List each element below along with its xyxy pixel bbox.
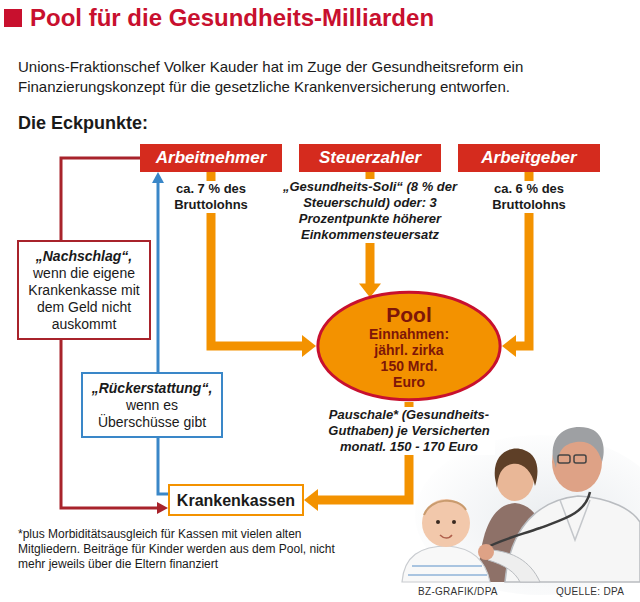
flow-label: ca. 7 % des Bruttolohns [165,181,257,213]
intro-text: Unions-Fraktionschef Volker Kauder hat i… [18,57,630,97]
baby-stripes [408,566,487,575]
node-text: Einnahmen: jährl. zirka 150 Mrd. Euro [363,326,455,390]
node-text: wenn es Überschüsse gibt [89,397,215,431]
doctor-glasses [558,455,570,463]
pool-shape [318,292,500,400]
source-box: Arbeitnehmer [140,144,282,172]
flow-connector [61,158,140,240]
pool-text: PoolEinnahmen: jährl. zirka 150 Mrd. Eur… [363,303,455,390]
flow-connector [158,438,168,494]
arrow-head [304,489,318,511]
node-text: Krankenkassen [177,491,295,510]
credit-text: BZ-GRAFIK/DPA [418,586,498,598]
arrow-head [302,335,316,357]
flow-label: „Gesundheits-Soli“ (8 % der Steuerschuld… [279,179,461,243]
source-box: Arbeitgeber [458,144,600,172]
doctor-glasses [574,455,586,463]
node-text: Steuerzahler [319,148,421,168]
doctor-hand [478,544,494,560]
baby-body [402,546,490,582]
node-text: Arbeitgeber [481,148,576,168]
baby-eye [436,520,440,524]
note-box: „Rückerstattung“,wenn es Überschüsse gib… [81,372,223,438]
mother-hair [495,448,538,488]
note-box: „Nachschlag“,wenn die eigene Krankenkass… [17,240,151,340]
flow-line [61,158,140,240]
flow-connector [152,172,164,372]
coat-fold [560,500,590,540]
node-text: „Nachschlag“, [36,248,132,265]
fund-box: Krankenkassen [168,484,304,516]
flow-line [158,438,168,494]
flow-label: ca. 6 % des Bruttolohns [483,181,575,213]
source-text: QUELLE: DPA [556,586,624,598]
node-text: Pool [386,303,432,326]
node-text: „Rückerstattung“, [92,380,213,397]
arrow-head [152,172,164,183]
source-box: Steuerzahler [299,144,441,172]
baby-head [422,499,470,547]
title-square [4,9,22,27]
node-text: wenn die eigene Krankenkasse mit dem Gel… [25,265,143,333]
doctor-arm [488,550,540,582]
arrow-head [502,335,516,357]
section-heading: Die Eckpunkte: [18,112,318,134]
stethoscope [486,492,590,548]
footnote: *plus Morbiditätsausgleich für Kassen mi… [18,527,348,572]
doctor-hair [553,427,604,468]
pool-ellipse: PoolEinnahmen: jährl. zirka 150 Mrd. Eur… [316,290,502,402]
flow-line [157,182,160,372]
flow-label: Pauschale* (Gesundheits-Guthaben) je Ver… [323,407,495,455]
chart-title: Pool für die Gesundheits-Milliarden [30,4,434,32]
baby-hair [424,501,466,515]
baby-eye [452,520,456,524]
node-text: Arbeitnehmer [156,148,267,168]
arrow-head [157,502,168,514]
baby-mouth [440,535,452,538]
